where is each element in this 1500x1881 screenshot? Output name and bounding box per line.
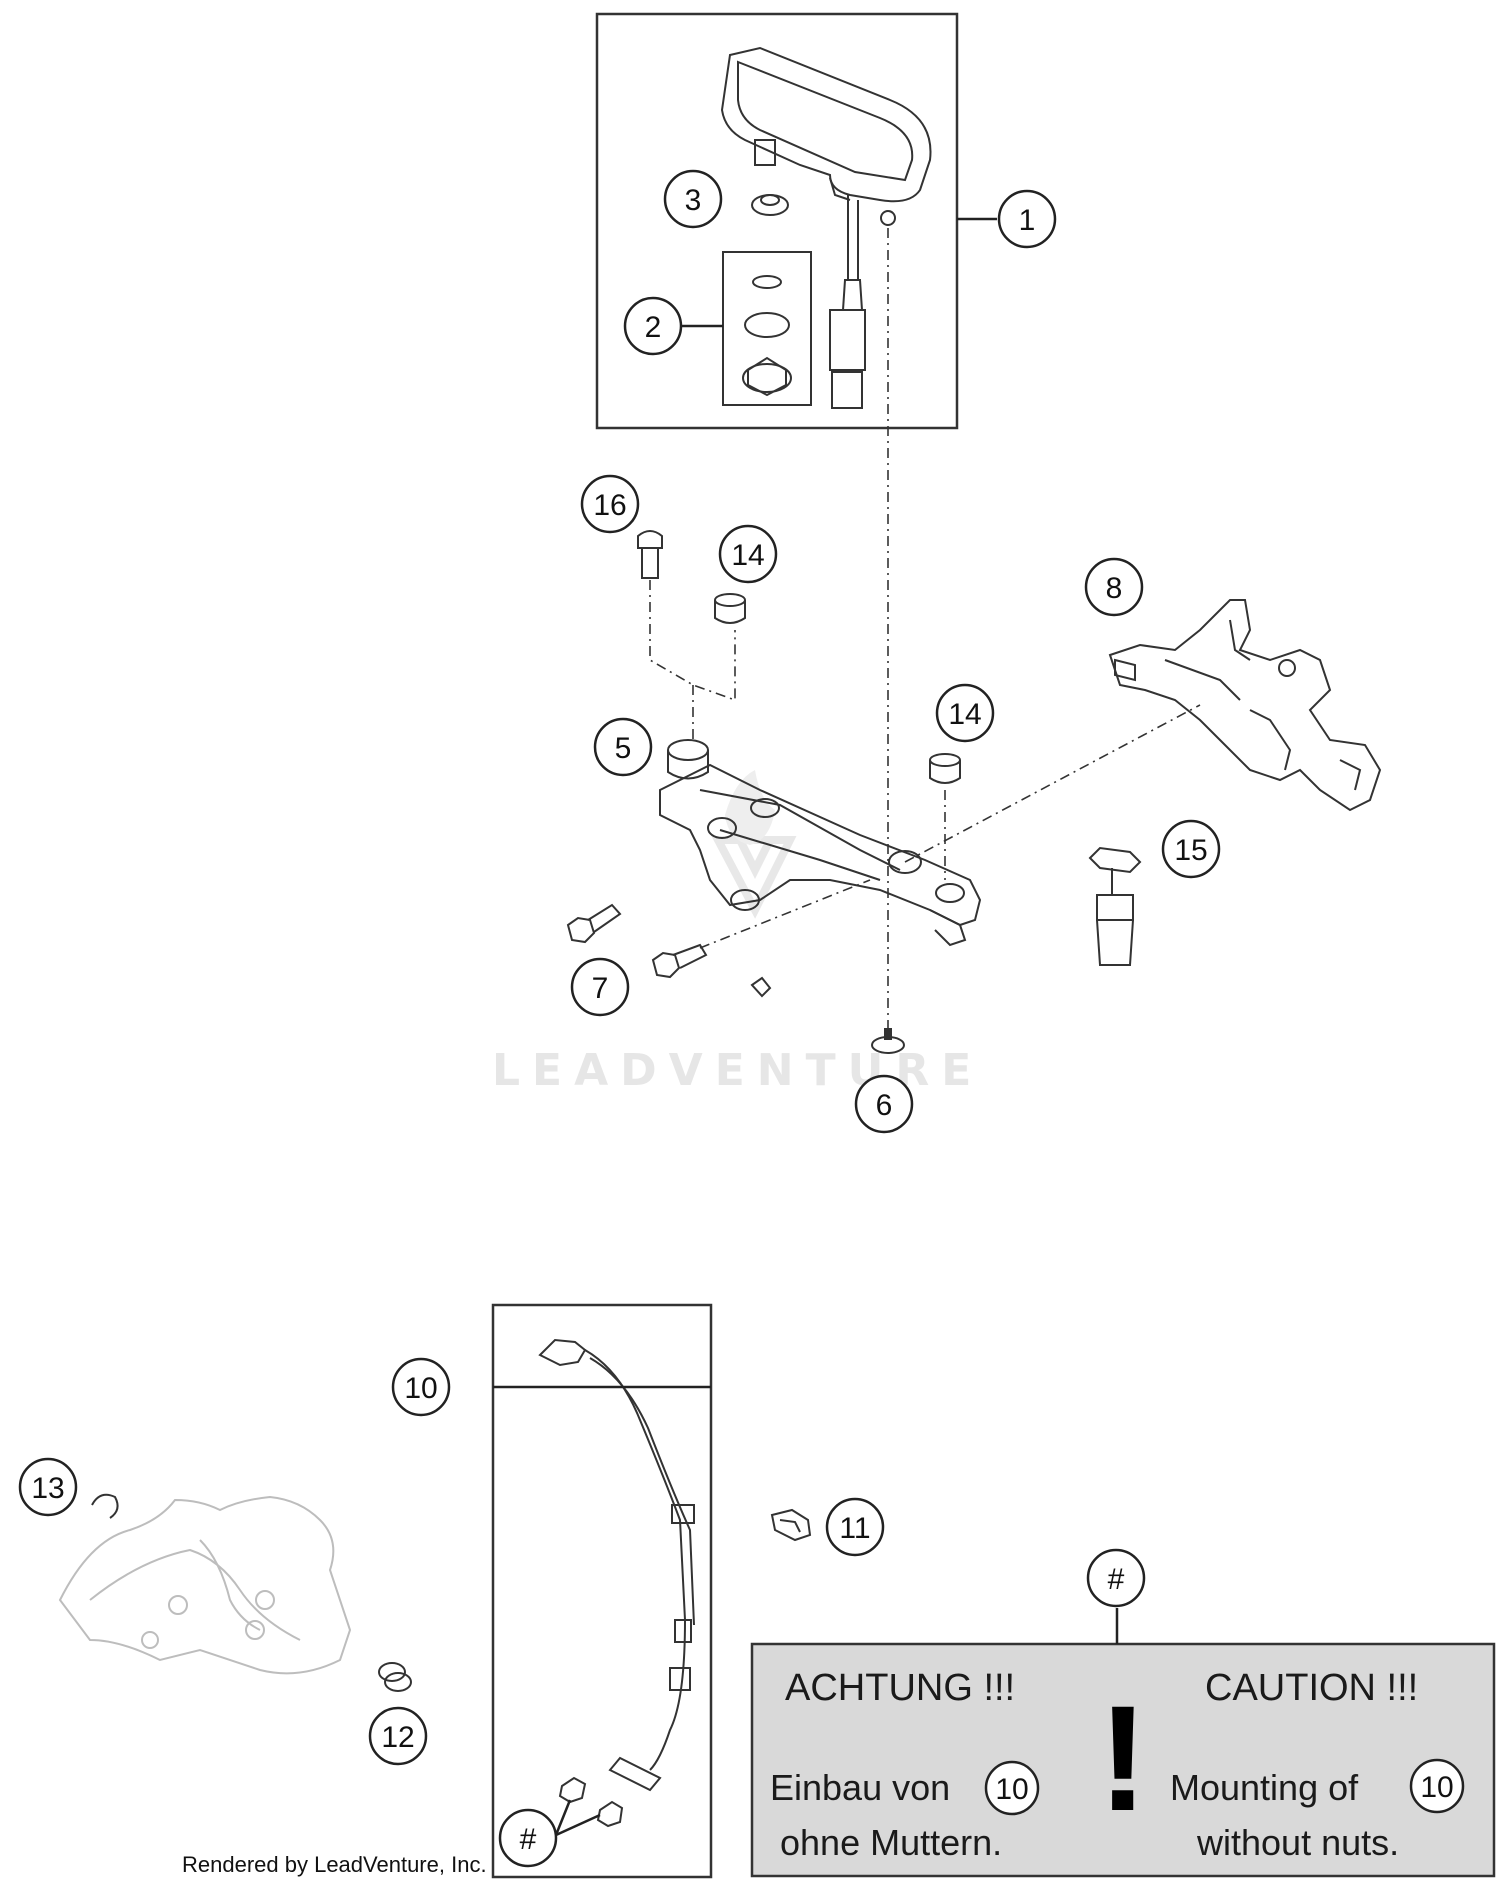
leader-lines bbox=[493, 217, 997, 1837]
bolt-part-16 bbox=[637, 530, 663, 579]
callout-3: 3 bbox=[663, 169, 723, 229]
callout-16: 16 bbox=[580, 474, 640, 534]
bolts-part-7 bbox=[566, 903, 772, 998]
callout-1: 1 bbox=[997, 189, 1057, 249]
footer-credit: Rendered by LeadVenture, Inc. bbox=[182, 1852, 487, 1877]
sensor-cable-group-box bbox=[491, 1303, 713, 1879]
callout-13: 13 bbox=[18, 1457, 78, 1517]
svg-text:#: # bbox=[1108, 1563, 1125, 1596]
caution-ref-de: 10 bbox=[995, 1773, 1028, 1806]
callout-11: 11 bbox=[825, 1497, 885, 1557]
svg-text:1: 1 bbox=[1019, 204, 1036, 237]
svg-text:2: 2 bbox=[645, 311, 662, 344]
callout-8: 8 bbox=[1084, 557, 1144, 617]
clip-part-11 bbox=[770, 1508, 812, 1542]
callout-6: 6 bbox=[854, 1074, 914, 1134]
caution-ref-en: 10 bbox=[1420, 1771, 1453, 1804]
clip-part-13 bbox=[91, 1493, 119, 1519]
svg-text:8: 8 bbox=[1106, 572, 1123, 605]
callout-15: 15 bbox=[1161, 819, 1221, 879]
cap-part-14-right bbox=[929, 753, 961, 784]
callout-5: 5 bbox=[593, 717, 653, 777]
svg-text:16: 16 bbox=[593, 489, 626, 522]
dashboard-instrument bbox=[720, 46, 932, 409]
cap-part-14-upper bbox=[714, 593, 746, 624]
sensor-cable-part-10 bbox=[538, 1338, 695, 1828]
bolt-path-16 bbox=[649, 580, 736, 702]
brake-disc-outline bbox=[58, 1495, 352, 1675]
callout-10: 10 bbox=[391, 1357, 451, 1417]
screw-part-6 bbox=[871, 1028, 905, 1054]
nut-part-3 bbox=[751, 194, 789, 216]
kit-box-part-2 bbox=[722, 251, 812, 406]
watermark-text: LEADVENTURE bbox=[492, 1045, 983, 1096]
callout-7: 7 bbox=[570, 957, 630, 1017]
svg-text:14: 14 bbox=[731, 539, 764, 572]
svg-text:13: 13 bbox=[31, 1472, 64, 1505]
kit-part-2-items bbox=[742, 275, 792, 397]
bolt-path-7 bbox=[699, 879, 871, 949]
caution-line1-en: Mounting of bbox=[1170, 1767, 1359, 1808]
svg-text:14: 14 bbox=[948, 698, 981, 731]
svg-text:10: 10 bbox=[404, 1372, 437, 1405]
callout-hash-bottom: # bbox=[498, 1808, 558, 1868]
dashboard-group-box bbox=[595, 12, 959, 430]
assembly-part-8 bbox=[1108, 599, 1382, 812]
callout-12: 12 bbox=[368, 1706, 428, 1766]
svg-text:#: # bbox=[520, 1823, 537, 1856]
sensor-part-15 bbox=[1088, 846, 1142, 966]
caution-panel: ACHTUNG !!! CAUTION !!! ! Einbau von 10 … bbox=[750, 1608, 1496, 1878]
watermark: LEADVENTURE bbox=[492, 770, 983, 1096]
svg-text:6: 6 bbox=[876, 1089, 893, 1122]
svg-text:12: 12 bbox=[381, 1721, 414, 1754]
bracket-part-5 bbox=[659, 739, 982, 947]
svg-text:15: 15 bbox=[1174, 834, 1207, 867]
callout-14-upper: 14 bbox=[718, 524, 778, 584]
callout-14-right: 14 bbox=[935, 683, 995, 743]
svg-text:11: 11 bbox=[839, 1512, 870, 1545]
svg-text:7: 7 bbox=[592, 972, 609, 1005]
svg-text:5: 5 bbox=[615, 732, 632, 765]
caution-title-en: CAUTION !!! bbox=[1205, 1667, 1418, 1709]
caution-line2-en: without nuts. bbox=[1196, 1822, 1399, 1863]
bushing-part-12 bbox=[378, 1662, 412, 1692]
exclamation-mark: ! bbox=[1098, 1674, 1148, 1842]
caution-line2-de: ohne Muttern. bbox=[780, 1822, 1002, 1863]
caution-title-de: ACHTUNG !!! bbox=[785, 1667, 1015, 1709]
caution-line1-de: Einbau von bbox=[770, 1767, 950, 1808]
callout-2: 2 bbox=[623, 296, 683, 356]
svg-text:3: 3 bbox=[685, 184, 702, 217]
callout-hash-top: # bbox=[1086, 1548, 1146, 1608]
